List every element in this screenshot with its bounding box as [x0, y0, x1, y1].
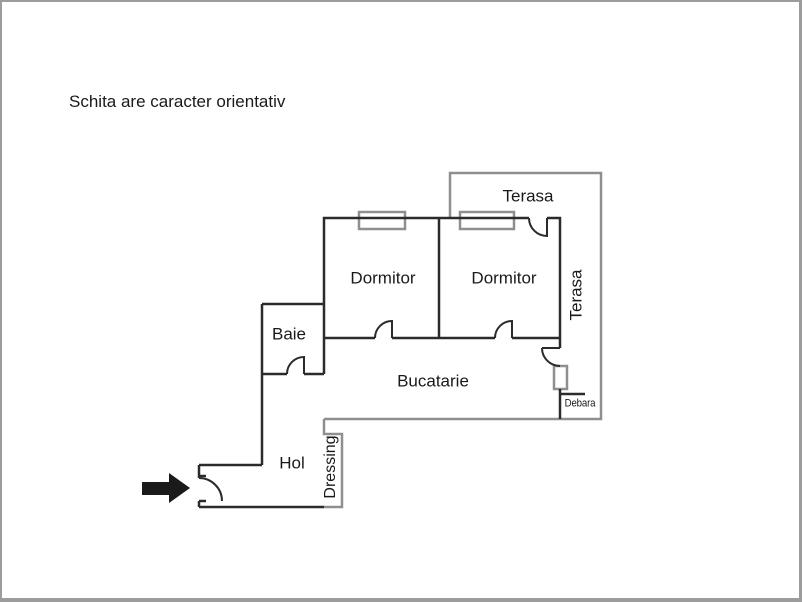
- wall-top: [322, 216, 529, 374]
- room-label-hol: Hol: [279, 453, 305, 473]
- window-symbol-dormitor-left: [357, 210, 407, 231]
- door-arc-entrance: [198, 477, 223, 502]
- door-arc-bucatarie: [541, 347, 561, 367]
- wall-hol: [197, 463, 324, 509]
- dressing-outline: [322, 419, 344, 509]
- room-label-debara: Debara: [564, 397, 596, 410]
- door-arcs: [198, 217, 561, 502]
- disclaimer-title: Schita are caracter orientativ: [69, 92, 286, 111]
- room-label-dressing: Dressing: [322, 435, 339, 499]
- terasa-outline: [324, 171, 603, 421]
- window-symbol-bucatarie: [552, 364, 569, 391]
- door-arc-baie: [286, 355, 305, 375]
- room-label-baie: Baie: [271, 324, 307, 344]
- room-label-dormitor-left: Dormitor: [350, 268, 416, 288]
- room-label-terasa-right: Terasa: [566, 269, 586, 321]
- entrance-arrow-icon: [142, 473, 190, 503]
- door-arc-dormitor-left: [374, 319, 393, 339]
- door-arc-terasa: [528, 217, 548, 238]
- wall-right-upper: [547, 216, 562, 348]
- door-arc-dormitor-right: [494, 319, 513, 339]
- wall-baie: [260, 302, 324, 465]
- room-label-terasa-top: Terasa: [502, 186, 554, 206]
- room-label-bucatarie: Bucatarie: [397, 371, 469, 391]
- window-symbol-dormitor-right: [458, 210, 516, 231]
- room-label-dormitor-right: Dormitor: [471, 268, 537, 288]
- apartment-walls: [197, 216, 585, 509]
